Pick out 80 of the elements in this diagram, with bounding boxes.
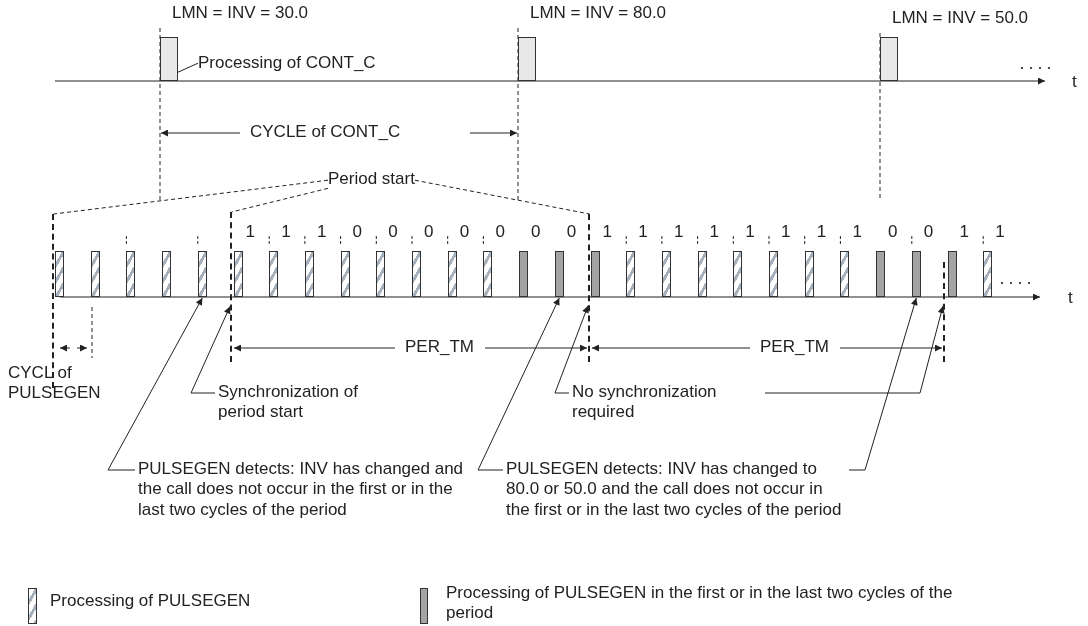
hatched-pulse-block: [197, 251, 207, 297]
hatched-pulse-block: [412, 251, 421, 297]
bit-value: 0: [495, 222, 505, 243]
bit-value: 1: [281, 222, 291, 243]
annotation-text: No synchronization required: [572, 382, 762, 423]
bit-value: 1: [638, 222, 648, 243]
dimension-label: CYCL of PULSEGEN: [8, 363, 102, 404]
bit-value: 0: [388, 222, 398, 243]
period-boundary-line: [943, 262, 946, 362]
bit-value: 1: [745, 222, 755, 243]
dashed-leader-line: [53, 179, 329, 215]
processing-block: [160, 37, 178, 81]
value-label: LMN = INV = 50.0: [892, 8, 1029, 29]
bit-value: 1: [245, 222, 255, 243]
bit-value: 1: [602, 222, 612, 243]
shaded-pulse-block: [911, 251, 921, 297]
leader-arrow: [477, 297, 560, 471]
hatched-pulse-block: [376, 251, 386, 297]
legend-text: Processing of PULSEGEN: [50, 591, 252, 612]
hatched-pulse-block: [447, 251, 457, 297]
dashed-leader-line: [231, 187, 329, 213]
hatched-pulse-block: [55, 251, 64, 297]
hatched-pulse-block: [697, 251, 707, 297]
shaded-pulse-block: [590, 251, 600, 297]
annotation-text: PULSEGEN detects: INV has changed and the call does not occur in the first or in the last two cycles of the period: [138, 459, 468, 521]
hatched-pulse-block: [840, 251, 850, 297]
shaded-pulse-block: [519, 251, 529, 297]
bit-value: 0: [923, 222, 934, 243]
leader-line: [177, 62, 199, 73]
shaded-pulse-block: [876, 251, 886, 297]
hatched-pulse-block: [661, 251, 671, 297]
hatched-pulse-block: [769, 251, 778, 297]
processing-block: [880, 37, 898, 81]
value-label: LMN = INV = 30.0: [172, 3, 309, 24]
hatched-pulse-block: [304, 251, 314, 297]
dimension-label: PER_TM: [760, 337, 829, 358]
dimension-label: PER_TM: [405, 337, 474, 358]
hatched-pulse-block: [269, 251, 279, 297]
annotation-text: PULSEGEN detects: INV has changed to 80.0 or 50.0 and the call does not occur in the first or in the last two cycles of the period: [506, 459, 846, 521]
hatched-pulse-block: [126, 251, 136, 297]
leader-arrow: [764, 305, 945, 394]
axis-label: t: [1072, 72, 1077, 93]
bit-value: 1: [316, 222, 327, 243]
callout-text: Processing of CONT_C: [198, 53, 376, 74]
hatched-pulse-block: [626, 251, 636, 297]
hatched-pulse-block: [90, 251, 100, 297]
bit-value: 0: [352, 222, 363, 243]
annotation-text: Synchronization of period start: [218, 382, 388, 423]
hatched-pulse-block: [804, 251, 814, 297]
hatched-pulse-block: [733, 251, 743, 297]
bit-value: 1: [959, 222, 969, 243]
shaded-pulse-block: [554, 251, 564, 297]
bit-value: 1: [816, 222, 827, 243]
leader-arrow: [554, 305, 589, 394]
shaded-pulse-block: [947, 251, 957, 297]
bit-value: 1: [781, 222, 791, 243]
dashed-leader-line: [414, 179, 590, 215]
bit-value: 1: [852, 222, 862, 243]
leader-arrow: [848, 297, 918, 471]
hatched-pulse-block: [162, 251, 172, 297]
bit-value: 1: [995, 222, 1005, 243]
callout-text: Period start: [328, 169, 415, 190]
leader-arrow: [107, 297, 203, 471]
hatched-pulse-block: [340, 251, 350, 297]
legend-text: Processing of PULSEGEN in the first or in the last two cycles of the period: [446, 583, 954, 624]
leader-arrow: [190, 306, 231, 394]
bit-value: 0: [566, 222, 577, 243]
bit-value: 0: [424, 222, 434, 243]
hatched-pulse-block: [483, 251, 493, 297]
axis-label: t: [1068, 288, 1073, 309]
value-label: LMN = INV = 80.0: [530, 3, 667, 24]
hatched-pulse-block: [233, 251, 243, 297]
bit-value: 0: [459, 222, 470, 243]
bit-value: 1: [709, 222, 720, 243]
processing-block: [518, 37, 536, 81]
bit-value: 1: [673, 222, 684, 243]
dimension-label: CYCLE of CONT_C: [250, 122, 401, 143]
bit-value: 0: [531, 222, 541, 243]
hatched-pulse-block: [983, 251, 993, 297]
bit-value: 0: [888, 222, 898, 243]
